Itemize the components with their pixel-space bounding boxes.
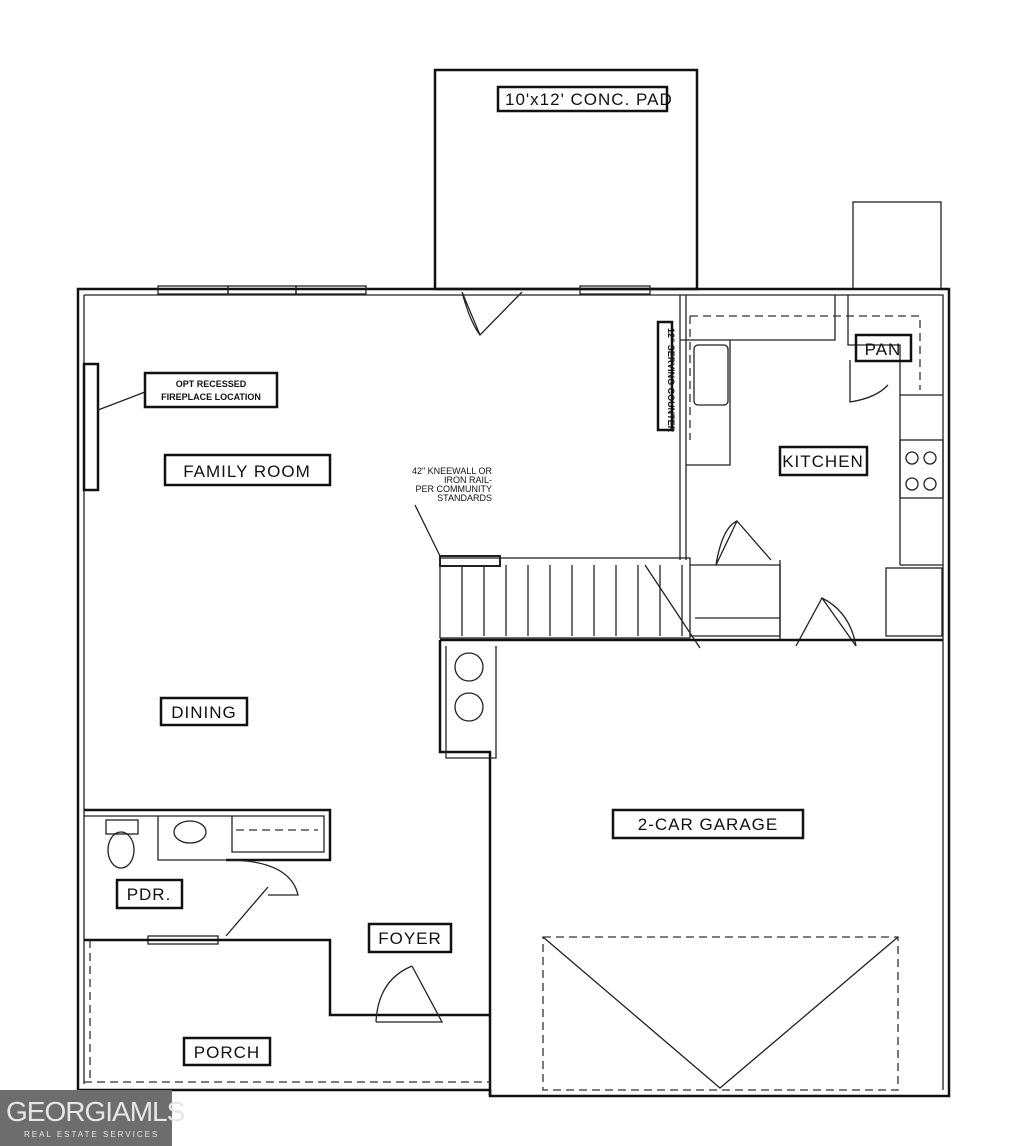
- label-family-room: FAMILY ROOM: [183, 462, 311, 481]
- watermark-brand: GEORGIAMLS: [6, 1096, 185, 1127]
- chimney-box: [852, 201, 942, 290]
- rear-door: [461, 291, 523, 337]
- label-pantry: PAN: [865, 340, 902, 359]
- note-kneewall-4: STANDARDS: [437, 493, 492, 503]
- label-foyer: FOYER: [378, 929, 442, 948]
- fireplace: [82, 362, 100, 492]
- label-fireplace-1: OPT RECESSED: [176, 379, 247, 389]
- sink: [693, 344, 729, 406]
- serving-counter: [656, 320, 674, 432]
- georgiamls-watermark: GEORGIAMLS REAL ESTATE SERVICES: [0, 1090, 185, 1146]
- toilet: [107, 831, 135, 869]
- label-dining: DINING: [171, 703, 237, 722]
- stairs: [414, 504, 701, 649]
- water-heater: [454, 652, 484, 682]
- label-porch: PORCH: [194, 1043, 260, 1062]
- label-powder: PDR.: [127, 885, 172, 904]
- range: [899, 439, 944, 499]
- label-kitchen: KITCHEN: [782, 452, 864, 471]
- vanity-sink: [173, 820, 207, 844]
- windows: [147, 285, 651, 945]
- note-kneewall-3: PER COMMUNITY: [416, 484, 493, 494]
- note-serving-counter: 12" SERVING COUNTER: [666, 328, 676, 433]
- furnace: [454, 692, 484, 722]
- label-conc-pad: 10'x12' CONC. PAD: [505, 90, 673, 109]
- watermark-tagline: REAL ESTATE SERVICES: [24, 1130, 160, 1139]
- garage-door: [542, 936, 899, 1091]
- label-fireplace-2: FIREPLACE LOCATION: [161, 392, 261, 402]
- note-kneewall-2: IRON RAIL-: [444, 475, 492, 485]
- label-garage: 2-CAR GARAGE: [638, 815, 778, 834]
- refrigerator: [885, 567, 943, 637]
- note-kneewall-1: 42" KNEEWALL OR: [412, 466, 493, 476]
- exterior-wall: [76, 287, 951, 1098]
